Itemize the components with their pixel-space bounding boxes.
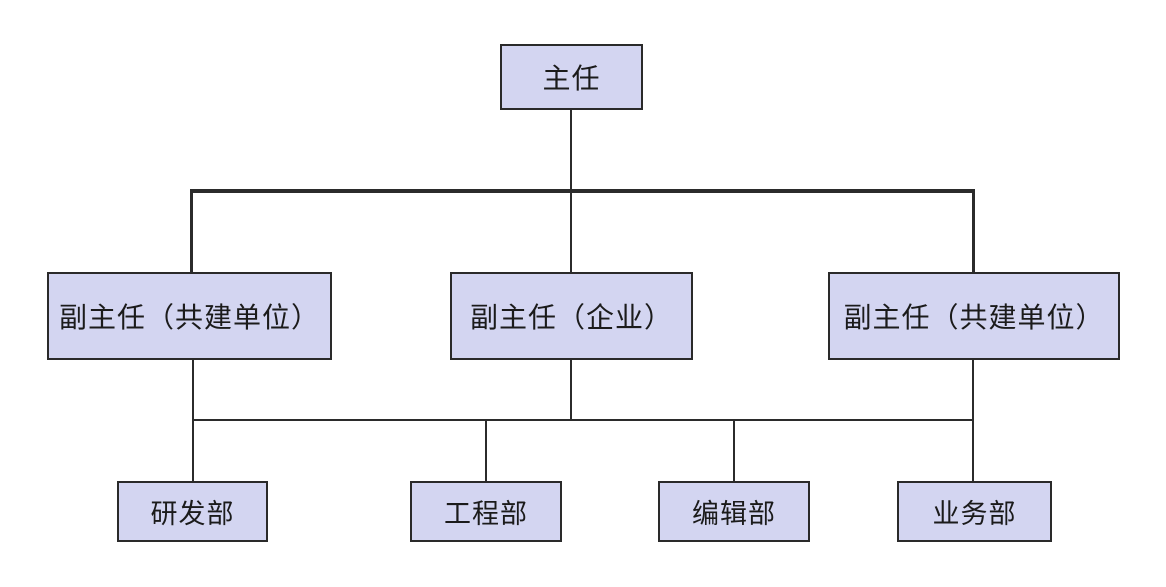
connector-deputy-middle-stem bbox=[570, 360, 572, 421]
org-node-dept-edit: 编辑部 bbox=[658, 481, 810, 542]
connector-drop-deputy-left bbox=[190, 189, 193, 272]
org-node-dept-biz-label: 业务部 bbox=[932, 499, 1017, 529]
org-node-director-label: 主任 bbox=[542, 63, 601, 94]
org-node-deputy-middle-label: 副主任（企业） bbox=[469, 302, 673, 333]
connector-drop-deputy-right bbox=[972, 189, 975, 272]
org-node-dept-rd-label: 研发部 bbox=[150, 499, 235, 529]
org-node-deputy-right: 副主任（共建单位） bbox=[828, 272, 1120, 360]
org-node-director: 主任 bbox=[500, 44, 643, 110]
connector-level1-bus bbox=[190, 189, 975, 193]
org-node-dept-biz: 业务部 bbox=[897, 481, 1052, 542]
org-node-deputy-left-label: 副主任（共建单位） bbox=[58, 302, 320, 333]
org-node-dept-edit-label: 编辑部 bbox=[692, 499, 776, 529]
org-node-deputy-right-label: 副主任（共建单位） bbox=[843, 302, 1105, 333]
connector-drop-dept-eng bbox=[485, 419, 487, 481]
org-node-dept-rd: 研发部 bbox=[117, 481, 268, 542]
org-node-deputy-middle: 副主任（企业） bbox=[450, 272, 693, 360]
org-node-dept-eng-label: 工程部 bbox=[444, 499, 528, 529]
connector-level2-bus bbox=[192, 419, 974, 421]
org-node-dept-eng: 工程部 bbox=[410, 481, 562, 542]
connector-drop-dept-edit bbox=[733, 419, 735, 481]
org-node-deputy-left: 副主任（共建单位） bbox=[47, 272, 332, 360]
